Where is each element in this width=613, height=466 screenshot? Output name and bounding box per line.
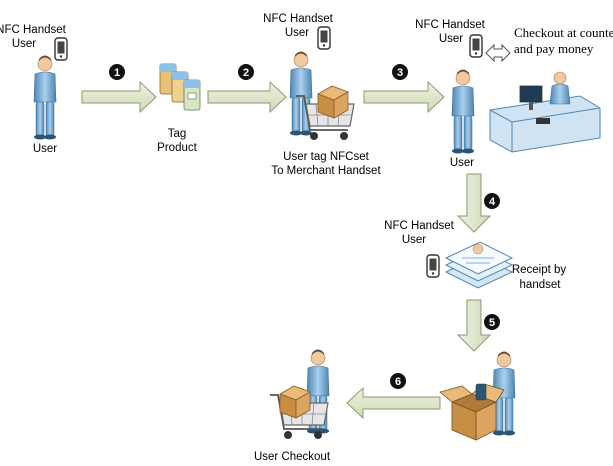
user2-bottom-line1: User tag NFCset [283,151,369,163]
user3-bottom-label: User [450,157,474,169]
nfc-handset-icon [426,254,440,278]
checkout-label-line2: and pay money [514,41,594,56]
stage-checkout-counter: NFC Handset User Checkout at counter and… [415,19,613,169]
step-1-badge: 1 [109,64,125,80]
stage-user-start: NFC Handset User User [0,24,68,155]
step-2-badge: 2 [238,64,254,80]
receipt-top-line1: NFC Handset [384,220,454,232]
user2-label-line2: User [285,27,309,39]
step-6-badge: 6 [390,373,406,389]
arrow-3 [363,80,445,114]
step-3-badge: 3 [392,64,408,80]
stage-merchant-box [439,351,516,441]
user-person-icon [33,55,57,140]
nfc-handset-icon [317,26,331,50]
step-2-number: 2 [243,67,249,79]
arrow-1 [81,80,157,114]
step-3-number: 3 [397,67,403,79]
receipt-side-line2: handset [520,279,562,291]
nfc-handset-icon [469,34,483,58]
arrow-6 [346,386,441,420]
nfc-handset-icon [54,37,68,61]
user3-label-line1: NFC Handset [415,19,485,31]
user-checkout-label: User Checkout [254,451,331,463]
stage-tag-product: Tag Product [157,63,201,154]
user2-bottom-line2: To Merchant Handset [271,165,381,177]
stage-receipt: NFC Handset User Receipt by handset [384,220,566,291]
tag-label-line1: Tag [168,128,187,140]
user1-label-line2: User [12,38,36,50]
step-5-number: 5 [489,317,495,329]
stage-user-cart: NFC Handset User User tag NFCset To Merc… [263,13,381,177]
user3-label-line2: User [439,33,463,45]
receipt-side-line1: Receipt by [512,264,567,276]
arrow-2 [207,80,287,114]
tag-product-icon [159,63,201,111]
open-box-icon [439,383,505,441]
user-person-icon [451,69,475,154]
checkout-label-line1: Checkout at counter [514,25,613,40]
user1-bottom-label: User [33,143,57,155]
step-4-number: 4 [489,196,496,208]
checkout-counter-icon [489,71,601,153]
step-1-number: 1 [114,67,120,79]
step-4-badge: 4 [484,193,500,209]
stage-user-checkout: User Checkout [254,349,331,463]
arrow-4 [456,173,492,233]
user1-label-line1: NFC Handset [0,24,67,36]
step-6-number: 6 [395,376,401,388]
receipt-documents-icon [444,241,514,289]
step-5-badge: 5 [484,314,500,330]
user2-label-line1: NFC Handset [263,13,333,25]
arrow-5 [456,299,492,352]
tag-label-line2: Product [157,142,197,154]
receipt-top-line2: User [402,234,426,246]
nfc-exchange-arrows-icon [485,43,511,63]
